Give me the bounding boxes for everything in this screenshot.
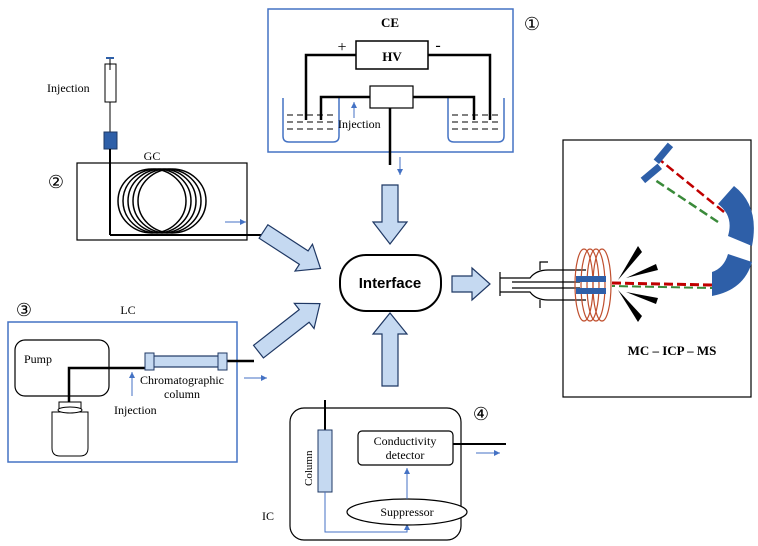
- hv-wire-right: [428, 53, 492, 120]
- lc-injection-label: Injection: [114, 403, 157, 417]
- ic-frame: [289, 407, 462, 541]
- column-label-line1: Chromatographic: [140, 373, 224, 387]
- block-arrows: [252, 184, 491, 387]
- liquid-lines-right: [452, 114, 501, 130]
- interface-box: [339, 254, 442, 312]
- electrostatic-analyzer: [718, 186, 754, 246]
- ic-number: ④: [473, 404, 489, 424]
- ms-label: MC – ICP – MS: [628, 343, 717, 358]
- arrow-from-ic: [371, 312, 409, 387]
- arrow-to-ms: [451, 266, 491, 302]
- reservoir-right: [447, 98, 505, 143]
- ion-beam-red: [611, 281, 713, 287]
- ion-beam-green: [611, 285, 713, 289]
- ic-title: IC: [262, 509, 274, 523]
- column-label-line2: column: [164, 387, 200, 401]
- column-fitting-left: [144, 352, 155, 371]
- interface-label: Interface: [359, 275, 422, 292]
- ce-capillary: [319, 95, 370, 120]
- reservoir-left: [282, 98, 340, 143]
- ce-number: ①: [524, 14, 540, 34]
- plus-sign: +: [337, 39, 346, 56]
- plasma-inner: [576, 276, 606, 282]
- gc-column-coil: [117, 168, 207, 234]
- gc-injection-label: Injection: [47, 81, 90, 95]
- ms-module: MC – ICP – MS: [499, 139, 754, 398]
- ic-column-to-suppressor: [324, 492, 410, 533]
- lc-line: [67, 366, 150, 402]
- chromatographic-column: [149, 355, 226, 368]
- hv-wire-left: [304, 53, 356, 120]
- interface-node: Interface: [339, 254, 442, 312]
- ic-column-label: Column: [303, 450, 315, 486]
- load-coil: [574, 248, 612, 322]
- ce-module: ① CE HV + - Injection: [267, 8, 540, 175]
- minus-sign: -: [435, 37, 440, 54]
- skimmer-cone-bottom: [626, 292, 658, 304]
- lc-module: ③ LC Pump Chromatographic column Injecti…: [7, 300, 267, 463]
- ms-frame: [562, 139, 752, 398]
- arrow-from-lc: [252, 302, 321, 359]
- detector-1: [653, 142, 674, 164]
- column-fitting-right: [217, 352, 228, 371]
- plasma-inner-2: [576, 288, 606, 294]
- gc-oven: [76, 162, 248, 241]
- lc-frame: [7, 321, 238, 463]
- suppressor-label: Suppressor: [380, 505, 433, 519]
- ce-title: CE: [381, 15, 399, 30]
- bottle-body: [51, 411, 89, 457]
- bottle-neck: [57, 406, 83, 414]
- detector-2: [640, 163, 662, 184]
- magnetic-sector: [712, 254, 752, 296]
- detector-label-line2: detector: [386, 448, 425, 462]
- ic-module: ④ IC Column Suppressor Conductivity dete…: [262, 400, 506, 541]
- sampler-cone-bottom: [618, 290, 642, 322]
- ce-injection-label: Injection: [338, 117, 381, 131]
- pump-label: Pump: [24, 352, 52, 366]
- lc-title: LC: [120, 303, 135, 317]
- detector-label-line1: Conductivity: [374, 434, 437, 448]
- sampler-cone-top: [618, 246, 642, 280]
- ce-detector-window: [369, 85, 414, 109]
- gc-title: GC: [144, 149, 161, 163]
- conductivity-detector: [357, 430, 454, 466]
- ce-capillary-right: [413, 95, 476, 120]
- skimmer-cone-top: [626, 264, 658, 278]
- beam-red-upper: [659, 159, 725, 213]
- ic-column: [317, 429, 333, 493]
- icp-torch: [499, 261, 586, 308]
- hv-label: HV: [382, 49, 402, 64]
- lc-number: ③: [16, 300, 32, 320]
- gc-number: ②: [48, 172, 64, 192]
- gc-module: ② Injection GC: [47, 57, 262, 241]
- arrow-from-ce: [371, 184, 409, 245]
- liquid-lines-left: [287, 114, 336, 130]
- arrow-from-gc: [258, 223, 322, 272]
- gc-injector: [103, 131, 118, 150]
